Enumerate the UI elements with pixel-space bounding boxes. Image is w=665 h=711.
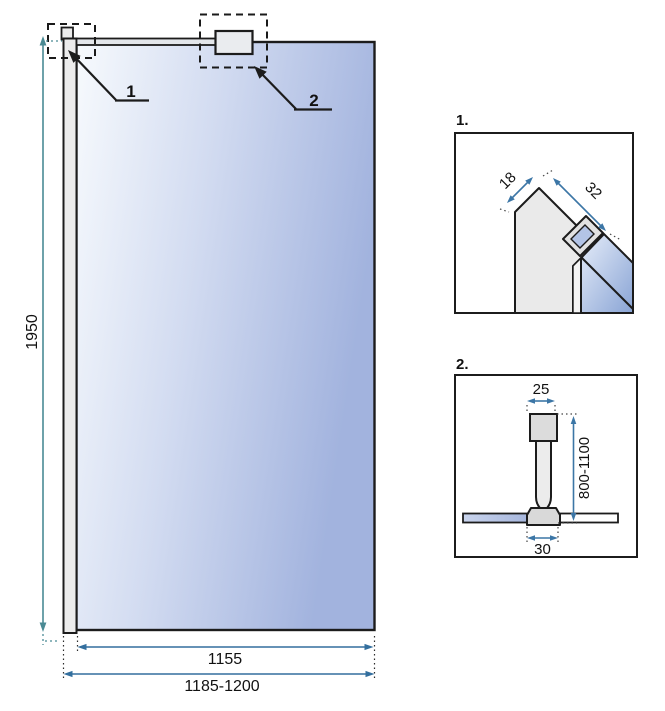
total-width-label: 1185-1200 [184, 678, 259, 695]
detail-2-view: 2. 25 800-1100 [454, 356, 638, 558]
detail-1-label: 1. [456, 112, 469, 129]
callout-2-leader: 2 [254, 66, 332, 111]
bar-bracket [214, 29, 254, 56]
glass-width-dimension: 1155 [77, 643, 374, 668]
glass-width-label: 1155 [208, 651, 243, 668]
detail-1-view: 1. 18 32 [454, 112, 634, 314]
support-bar [75, 37, 218, 46]
wall-mount-block [529, 413, 558, 442]
glass-edge-line [580, 256, 634, 310]
dim-800-1100-label: 800-1100 [576, 437, 593, 499]
callout-2-label: 2 [309, 91, 318, 110]
callout-1-label: 1 [126, 82, 135, 101]
main-view: 1 2 1950 1155 [24, 13, 376, 695]
detail-2-dim-25: 25 [526, 381, 556, 412]
wall-profile [62, 37, 78, 634]
detail-2-dim-800-1100: 800-1100 [557, 413, 593, 524]
dim-30-label: 30 [534, 541, 551, 558]
detail-2-label: 2. [456, 356, 469, 373]
arrowhead [254, 66, 267, 79]
height-dim-label: 1950 [24, 314, 41, 350]
bar-clamp [526, 507, 561, 526]
glass-panel [75, 40, 376, 632]
height-dimension: 1950 [24, 36, 62, 645]
total-width-dimension: 1185-1200 [63, 670, 375, 695]
bracket-arm [535, 440, 552, 513]
glass-pane-section [580, 232, 634, 314]
profile-front-wall [572, 256, 582, 314]
support-bar-left [462, 512, 528, 524]
support-bar-right [559, 512, 619, 524]
dim-25-label: 25 [533, 381, 550, 398]
callout-1-leader: 1 [68, 50, 149, 102]
extension-lines [62, 636, 376, 680]
glass-channel-opening [570, 224, 595, 249]
arrowhead [68, 50, 81, 63]
detail-2-dim-30: 30 [526, 527, 559, 558]
